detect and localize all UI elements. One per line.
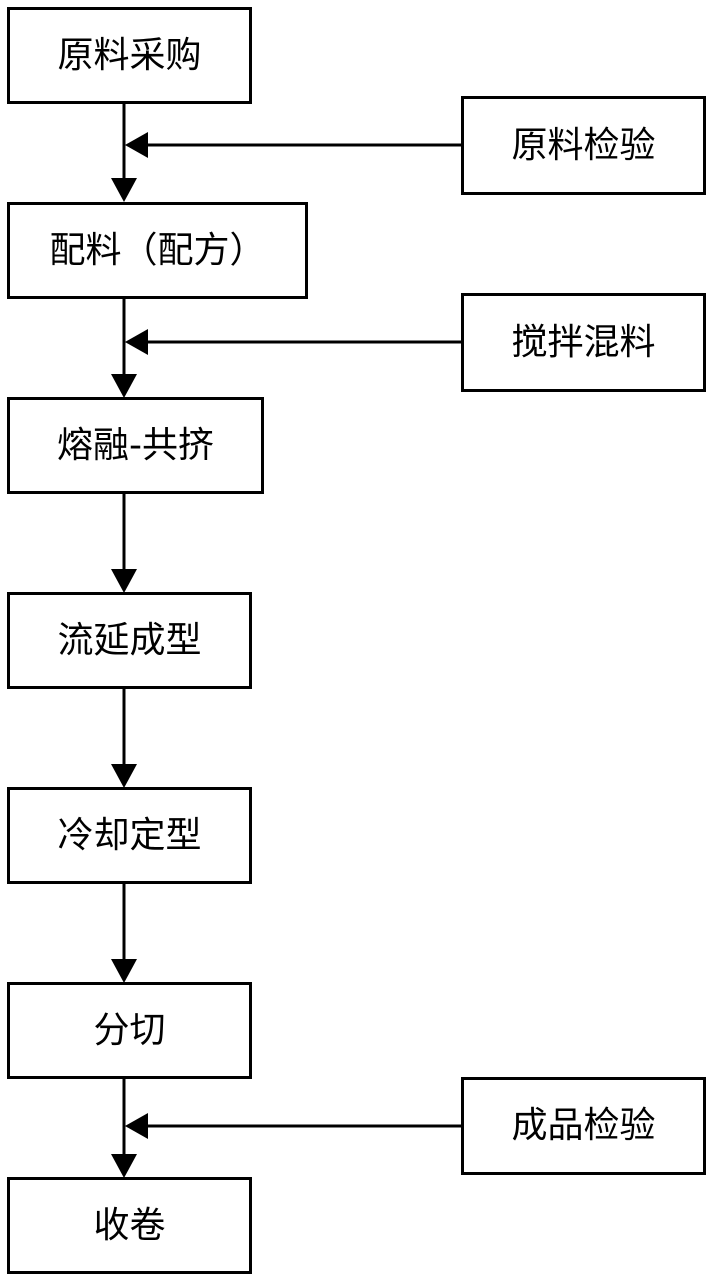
step-cast-forming: 流延成型 xyxy=(7,592,252,689)
step-slitting: 分切 xyxy=(7,982,252,1079)
side-arrowhead-2 xyxy=(125,329,148,355)
step-cooling-setting: 冷却定型 xyxy=(7,787,252,884)
side-step-finished-product-inspection: 成品检验 xyxy=(461,1077,706,1175)
side-step-label: 原料检验 xyxy=(511,128,655,164)
step-label: 配料（配方） xyxy=(49,233,265,269)
arrowhead-into-step-4 xyxy=(111,569,137,593)
arrowhead-into-step-2 xyxy=(111,178,137,202)
step-label: 收卷 xyxy=(93,1208,165,1244)
arrowhead-into-step-7 xyxy=(111,1154,137,1178)
side-step-label: 搅拌混料 xyxy=(511,325,655,361)
side-arrowhead-3 xyxy=(125,1113,148,1139)
step-label: 熔融-共挤 xyxy=(57,428,214,464)
step-label: 冷却定型 xyxy=(57,818,201,854)
arrowhead-into-step-5 xyxy=(111,764,137,788)
arrowhead-into-step-3 xyxy=(111,374,137,398)
step-melt-coextrusion: 熔融-共挤 xyxy=(7,397,264,494)
step-label: 流延成型 xyxy=(57,623,201,659)
side-step-mixing: 搅拌混料 xyxy=(461,293,706,392)
side-step-raw-material-inspection: 原料检验 xyxy=(461,96,706,195)
step-batching-formula: 配料（配方） xyxy=(7,202,308,299)
step-label: 分切 xyxy=(93,1013,165,1049)
step-raw-material-purchase: 原料采购 xyxy=(7,7,252,104)
step-label: 原料采购 xyxy=(57,38,201,74)
step-winding: 收卷 xyxy=(7,1177,252,1274)
side-arrowhead-1 xyxy=(125,132,148,158)
side-step-label: 成品检验 xyxy=(511,1108,655,1144)
arrowhead-into-step-6 xyxy=(111,959,137,983)
